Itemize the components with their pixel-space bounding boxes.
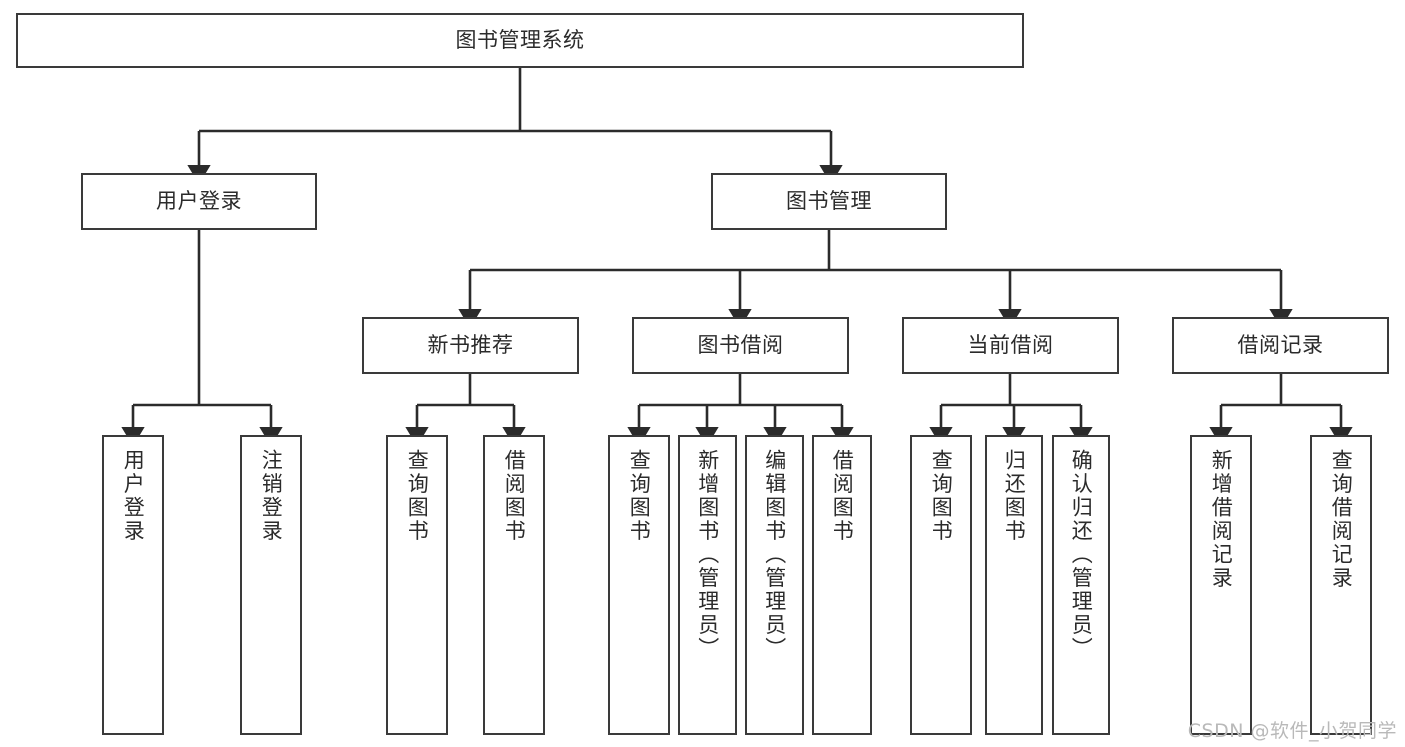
- node-leaf-user-logout-label: 注销登录: [259, 449, 284, 543]
- node-book-manage[interactable]: 图书管理: [711, 173, 947, 230]
- node-leaf-query-book-2[interactable]: 查询图书: [608, 435, 670, 735]
- node-leaf-borrow-book-1-label: 借阅图书: [502, 449, 527, 543]
- node-leaf-query-book-3-label: 查询图书: [929, 449, 954, 543]
- node-user-login-label: 用户登录: [156, 189, 242, 214]
- node-leaf-add-record[interactable]: 新增借阅记录: [1190, 435, 1252, 735]
- node-current-borrow[interactable]: 当前借阅: [902, 317, 1119, 374]
- node-root-label: 图书管理系统: [455, 28, 585, 53]
- node-leaf-edit-book-label: 编辑图书（管理员）: [762, 449, 787, 661]
- node-leaf-query-record[interactable]: 查询借阅记录: [1310, 435, 1372, 735]
- node-leaf-user-login-label: 用户登录: [121, 449, 146, 543]
- node-user-login[interactable]: 用户登录: [81, 173, 317, 230]
- node-borrow-record[interactable]: 借阅记录: [1172, 317, 1389, 374]
- node-leaf-add-book[interactable]: 新增图书（管理员）: [678, 435, 737, 735]
- node-leaf-query-record-label: 查询借阅记录: [1329, 449, 1354, 590]
- node-leaf-return-book-label: 归还图书: [1002, 449, 1027, 543]
- node-leaf-user-login[interactable]: 用户登录: [102, 435, 164, 735]
- node-leaf-add-book-label: 新增图书（管理员）: [695, 449, 720, 661]
- node-current-borrow-label: 当前借阅: [967, 333, 1054, 358]
- csdn-watermark: CSDN @软件_小贺同学: [1187, 720, 1397, 742]
- node-leaf-borrow-book-2[interactable]: 借阅图书: [812, 435, 872, 735]
- node-book-manage-label: 图书管理: [786, 189, 872, 214]
- node-new-book-rec[interactable]: 新书推荐: [362, 317, 579, 374]
- node-leaf-borrow-book-2-label: 借阅图书: [830, 449, 855, 543]
- node-leaf-add-record-label: 新增借阅记录: [1209, 449, 1234, 590]
- node-leaf-confirm-return-label: 确认归还（管理员）: [1069, 449, 1094, 661]
- node-leaf-return-book[interactable]: 归还图书: [985, 435, 1043, 735]
- node-leaf-edit-book[interactable]: 编辑图书（管理员）: [745, 435, 804, 735]
- node-new-book-rec-label: 新书推荐: [427, 333, 514, 358]
- node-borrow-record-label: 借阅记录: [1237, 333, 1324, 358]
- node-leaf-confirm-return[interactable]: 确认归还（管理员）: [1052, 435, 1110, 735]
- node-leaf-query-book-1[interactable]: 查询图书: [386, 435, 448, 735]
- node-leaf-user-logout[interactable]: 注销登录: [240, 435, 302, 735]
- node-leaf-query-book-1-label: 查询图书: [405, 449, 430, 543]
- node-root[interactable]: 图书管理系统: [16, 13, 1024, 68]
- node-book-borrow-label: 图书借阅: [697, 333, 784, 358]
- node-leaf-query-book-2-label: 查询图书: [627, 449, 652, 543]
- node-book-borrow[interactable]: 图书借阅: [632, 317, 849, 374]
- node-leaf-borrow-book-1[interactable]: 借阅图书: [483, 435, 545, 735]
- node-leaf-query-book-3[interactable]: 查询图书: [910, 435, 972, 735]
